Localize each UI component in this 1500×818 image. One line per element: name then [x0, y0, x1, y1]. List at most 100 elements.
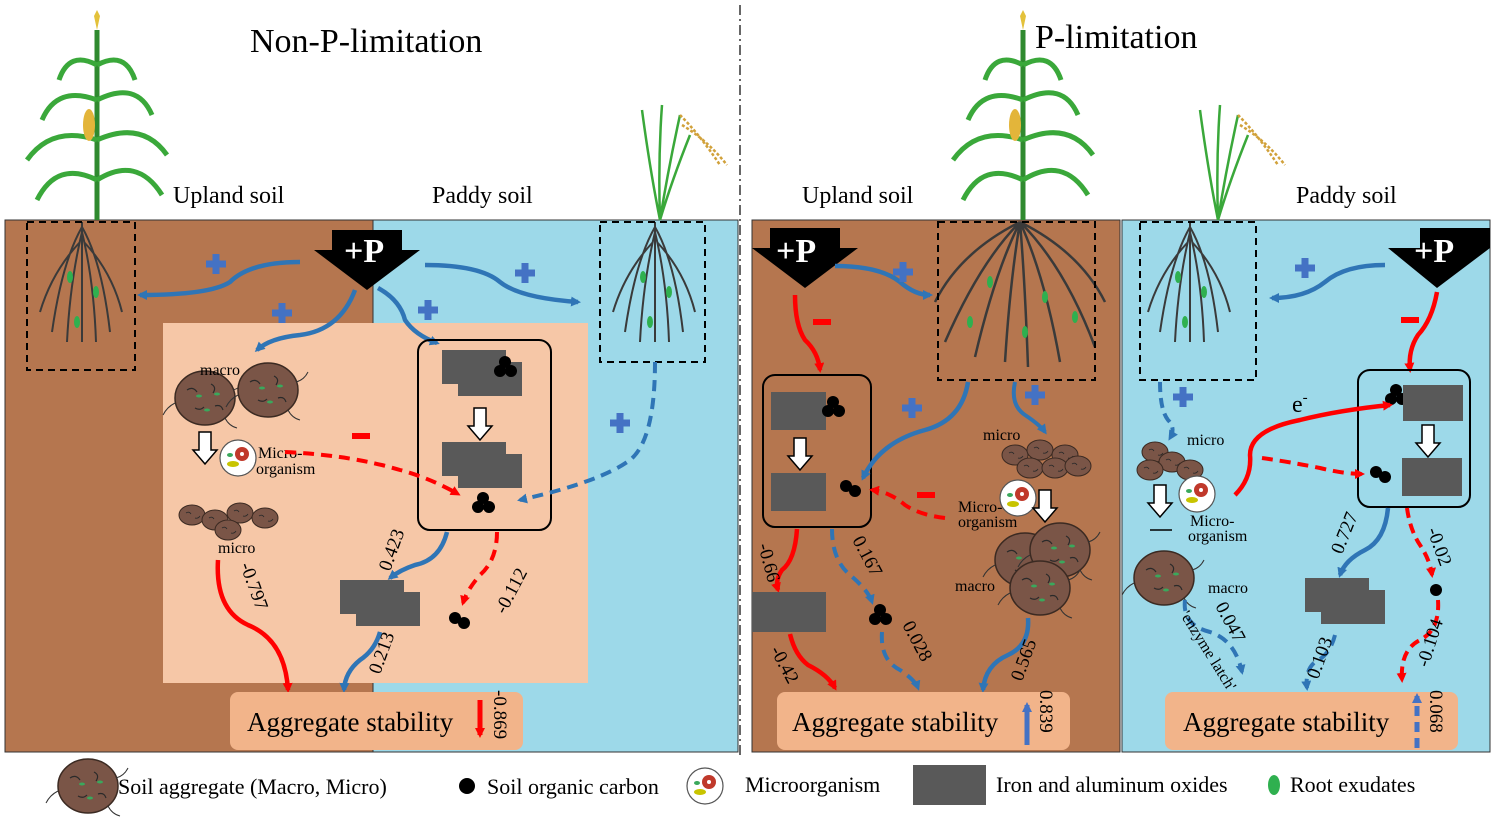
left-paddy-label: Paddy soil: [432, 183, 533, 209]
minus-sign-icon: [1401, 317, 1419, 323]
legend-root-exudate-icon: [1268, 775, 1280, 795]
arrow-oxide-box-to-free-soc: [460, 531, 499, 606]
paddy-free-soc-icon: [1430, 584, 1442, 596]
arrow-oxide-to-upland-free-oxide: [771, 528, 800, 593]
right-title: P-limitation: [1035, 19, 1197, 56]
p-input-arrow: [314, 230, 420, 290]
upland-micro-org-label-1: Micro-: [958, 499, 1002, 516]
left-stability-label: Aggregate stability: [247, 707, 454, 737]
arrow-oxide-to-upland-soc: [830, 528, 875, 605]
microorganism-icon: [999, 479, 1037, 517]
left-micro-org-label-1: Micro-: [258, 445, 302, 462]
arrow-oxide-box-to-free-oxide: [387, 531, 450, 580]
right-paddy-label: Paddy soil: [1296, 183, 1397, 209]
arrow-upland-free-oxide-to-stability: [787, 633, 837, 691]
oxide-with-soc-icon: [1403, 385, 1463, 421]
paddy-macro-label: macro: [1208, 580, 1248, 597]
arrow-paddy-macro-to-stability: [1182, 599, 1246, 675]
rhizosphere-box-paddy: [599, 221, 706, 363]
left-micro-label: micro: [218, 540, 255, 557]
rice-plant-icon: [1198, 103, 1287, 222]
legend: Soil aggregate (Macro, Micro) Soil organ…: [45, 758, 1415, 817]
legend-microorganism-icon: [686, 767, 724, 805]
arrow-p-to-upland-roots: [137, 259, 301, 300]
arrow-roots-to-micro: [1011, 381, 1047, 435]
arrow-microbe-to-upland-soc: [869, 485, 946, 520]
arrow-microbe-to-paddy-oxide: [1233, 400, 1393, 497]
arrow-paddy-oxide-to-free-oxide: [1337, 507, 1391, 578]
oxide-with-soc-icon: [771, 392, 826, 430]
oxide-icon: [771, 473, 826, 511]
rhizosphere-box-paddy-p: [1139, 221, 1257, 381]
upland-oxide-box: [762, 374, 872, 528]
micro-aggregate-icon: [1041, 457, 1069, 479]
arrow-p-to-upland-oxide: [792, 294, 825, 373]
minus-sign-icon: [813, 319, 831, 325]
micro-aggregate-icon: [1064, 455, 1092, 477]
minus-sign-icon: [352, 433, 370, 439]
p-input-label-paddy: +P: [1414, 233, 1454, 270]
minus-sign-icon: [917, 492, 935, 498]
paddy-micro-org-label-1: Micro-: [1190, 513, 1234, 530]
legend-soc-label: Soil organic carbon: [487, 774, 659, 799]
legend-oxide-label: Iron and aluminum oxides: [996, 772, 1228, 797]
p-input-arrow-upland: [752, 228, 858, 288]
micro-aggregate-icon: [1026, 439, 1054, 461]
p-input-label-upland: +P: [776, 233, 816, 270]
left-macro-label: macro: [200, 362, 240, 379]
upland-stability-value: 0.839: [1035, 690, 1056, 733]
left-micro-org-label-2: organism: [256, 461, 316, 478]
arrow-microbe-to-soc: [284, 450, 461, 496]
left-stability-box: [230, 692, 523, 750]
left-stability-value: -0.869: [489, 690, 510, 739]
legend-aggregate-label: Soil aggregate (Macro, Micro): [118, 774, 387, 799]
left-upland-label: Upland soil: [173, 183, 285, 209]
legend-exudate-label: Root exudates: [1290, 772, 1415, 797]
paddy-stability-box: [1165, 692, 1458, 750]
arrow-p-to-rice-roots: [1269, 262, 1386, 303]
paddy-stability-label: Aggregate stability: [1183, 707, 1390, 737]
micro-aggregate-icon: [251, 507, 279, 529]
upland-stability-label: Aggregate stability: [792, 707, 999, 737]
upland-free-oxide-icon: [752, 592, 826, 632]
p-input-arrow-paddy: [1388, 228, 1490, 288]
p-input-label: +P: [344, 233, 384, 270]
arrow-p-to-paddy-oxide: [1404, 291, 1440, 373]
arrow-paddy-oxide-to-free-soc: [1405, 507, 1437, 578]
paddy-micro-org-label-2: organism: [1188, 528, 1248, 545]
right-upland-label: Upland soil: [802, 183, 914, 209]
left-oxide-box: [417, 339, 552, 531]
microorganism-icon: [219, 439, 257, 477]
right-panel: P-limitation Upland soil Paddy soil +P +…: [751, 10, 1491, 753]
upland-macro-label: macro: [955, 578, 995, 595]
arrow-oxide-to-paddy-soc: [1261, 456, 1365, 479]
arrow-rice-roots-to-micro: [1158, 381, 1178, 441]
rhizosphere-box-upland-p: [937, 221, 1096, 381]
arrow-p-to-oxide-box: [376, 286, 440, 346]
left-title: Non-P-limitation: [250, 23, 482, 60]
arrow-upland-macro-to-stability: [978, 617, 1031, 693]
rice-plant-icon: [640, 103, 729, 222]
upland-micro-label: micro: [983, 427, 1020, 444]
oxide-icon: [1402, 458, 1462, 496]
arrow-upland-soc-to-stability: [879, 631, 921, 691]
electron-label: e-: [1292, 390, 1308, 418]
paddy-stability-value: 0.068: [1425, 690, 1446, 733]
paddy-oxide-box: [1357, 369, 1471, 508]
micro-aggregate-icon: [1016, 457, 1044, 479]
left-panel: Non-P-limitation Upland soil Paddy soil …: [4, 10, 739, 753]
maize-plant-icon: [27, 10, 167, 220]
upland-micro-org-label-2: organism: [958, 514, 1018, 531]
legend-aggregate-icon: [45, 758, 129, 817]
paddy-micro-label: micro: [1187, 432, 1224, 449]
arrow-roots-to-upland-soc: [860, 381, 971, 481]
microorganism-icon: [1178, 475, 1216, 513]
legend-soc-icon: [459, 778, 475, 794]
arrow-free-oxide-to-stability: [339, 631, 383, 693]
legend-microorganism-label: Microorganism: [745, 772, 880, 797]
micro-aggregate-icon: [178, 504, 206, 526]
arrow-paddy-roots-to-soc: [517, 361, 657, 504]
upland-stability-box: [777, 692, 1070, 750]
legend-oxide-icon: [913, 765, 986, 805]
arrow-p-to-paddy-roots: [424, 262, 581, 307]
